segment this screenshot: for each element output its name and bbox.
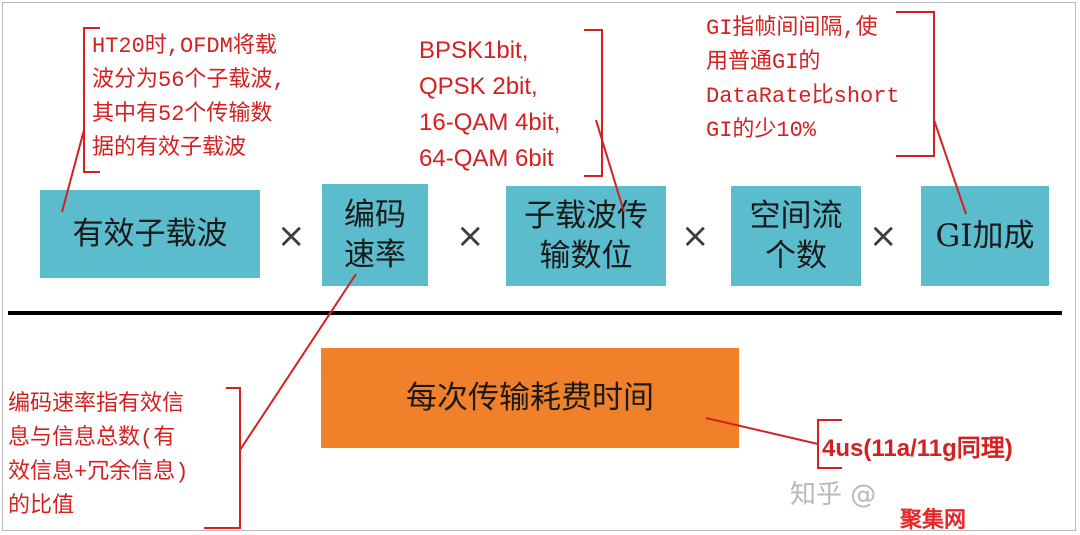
fraction-divider: [8, 311, 1062, 315]
box-gi-label: GI加成: [935, 217, 1035, 254]
watermark-zhihu: 知乎 @: [790, 480, 877, 510]
box-bits-label: 子载波传 输数位: [524, 197, 648, 274]
multiply-sign-2: ×: [456, 216, 485, 256]
pointer-footnote: [705, 417, 819, 445]
pointer-modulation: [595, 119, 625, 213]
bracket-modulation: [584, 29, 603, 177]
box-coding-rate: 编码 速率: [322, 184, 428, 286]
bracket-gi: [896, 11, 935, 157]
box-time-label: 每次传输耗费时间: [406, 379, 654, 416]
note-gi-interval: GI指帧间间隔,使 用普通GI的 DataRate比short GI的少10%: [706, 16, 900, 143]
box-streams-label: 空间流 个数: [749, 197, 843, 274]
box-spatial-streams: 空间流 个数: [731, 186, 861, 286]
multiply-sign-3: ×: [681, 216, 710, 256]
bracket-coding: [204, 387, 241, 529]
box-coding-rate-label: 编码 速率: [344, 196, 406, 273]
multiply-sign-4: ×: [869, 216, 898, 256]
note-modulation-bits: BPSK1bit, QPSK 2bit, 16-QAM 4bit, 64-QAM…: [419, 37, 561, 172]
box-gi-bonus: GI加成: [921, 186, 1049, 286]
pointer-coding: [239, 273, 357, 451]
footnote-4us: 4us(11a/11g同理): [822, 435, 1013, 462]
note-coding-rate-definition: 编码速率指有效信 息与信息总数(有 效信息+冗余信息) 的比值: [8, 392, 189, 519]
box-time-per-transmission: 每次传输耗费时间: [321, 348, 739, 448]
bracket-footnote: [817, 419, 842, 469]
box-bits-per-subcarrier: 子载波传 输数位: [506, 186, 666, 286]
box-subcarriers: 有效子载波: [40, 190, 260, 278]
note-ht20-subcarriers: HT20时,OFDM将载 波分为56个子载波, 其中有52个传输数 据的有效子载…: [92, 34, 286, 161]
box-subcarriers-label: 有效子载波: [72, 215, 228, 252]
watermark-site: 聚集网: [900, 508, 967, 533]
pointer-gi: [933, 119, 967, 215]
multiply-sign-1: ×: [277, 216, 306, 256]
pointer-ht20: [61, 129, 85, 213]
bracket-ht20: [83, 27, 100, 173]
